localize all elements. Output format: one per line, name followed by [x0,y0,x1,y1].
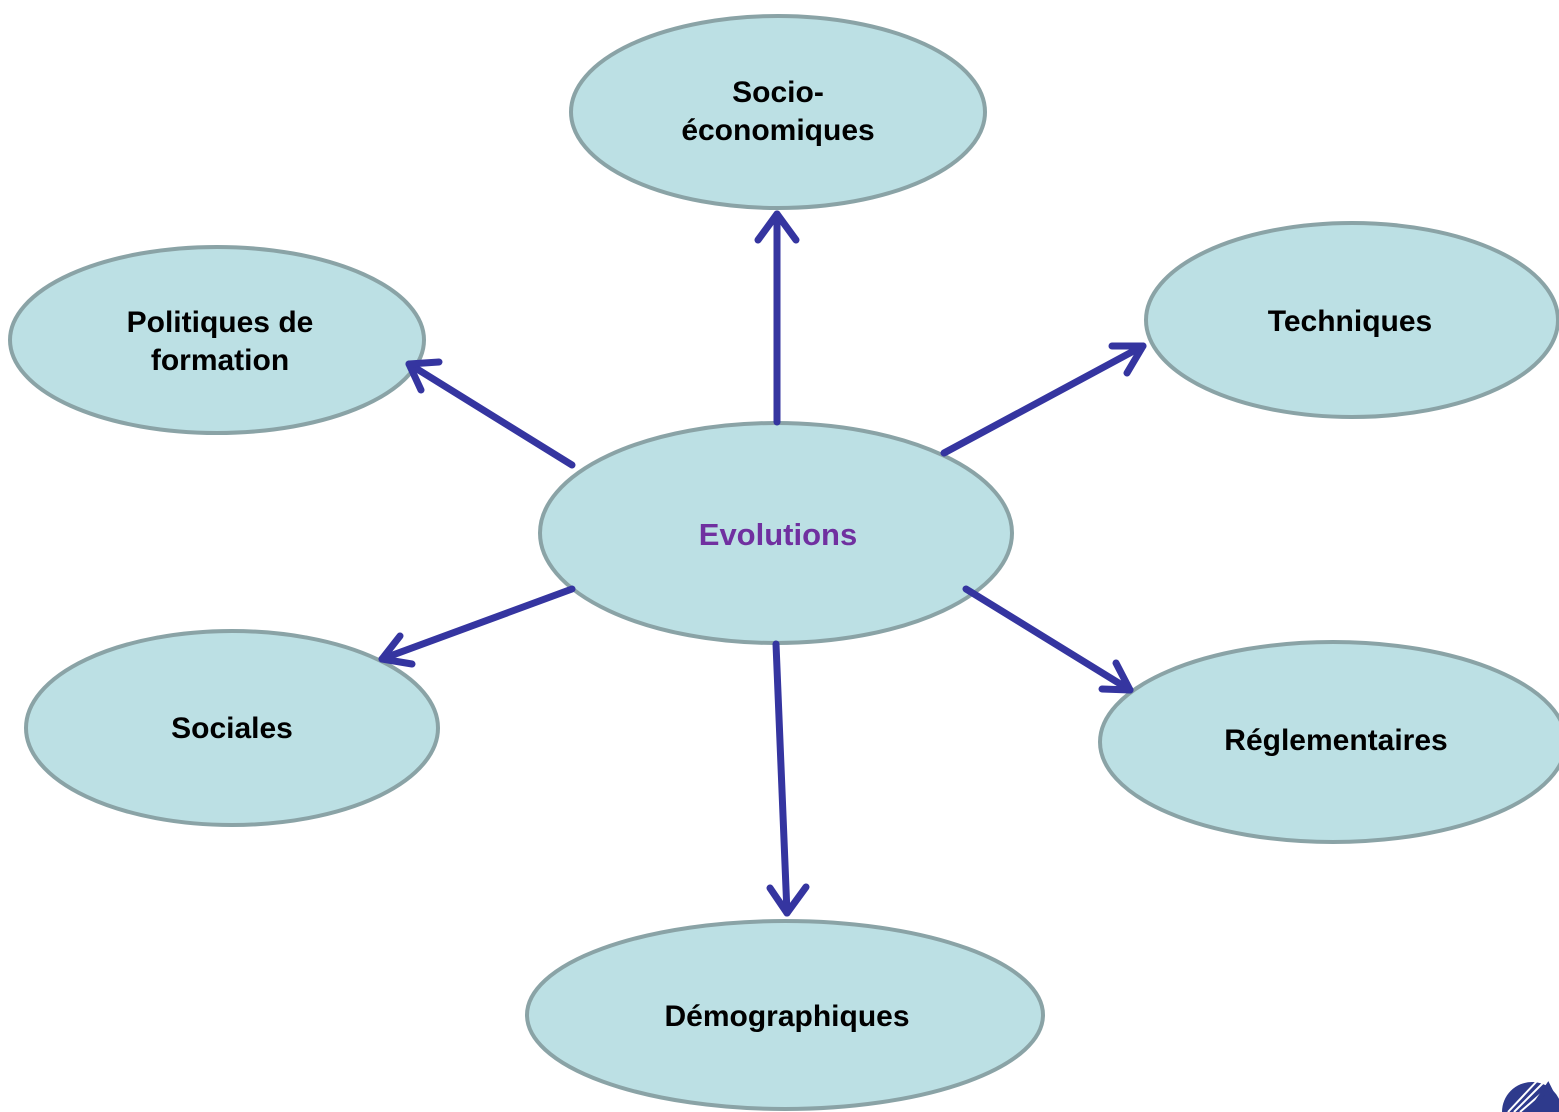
arrow-to-techniques [940,342,1147,457]
node-shape-reglementaires [1098,640,1559,844]
node-demographiques-label: Démographiques [664,1000,910,1033]
arrow-to-sociales [378,585,576,668]
arrow-to-socio [754,210,800,426]
arrow-to-politiques [405,358,576,469]
arrow-to-demographiques [766,640,810,917]
node-shape-demographiques [525,919,1045,1111]
node-sociales-label: Sociales [171,712,293,745]
node-shape-sociales [24,629,440,827]
striped-globe-logo [1502,1079,1559,1112]
arrow-to-reglementaires [962,585,1134,694]
node-socio-label: Socio- économiques [681,76,875,147]
node-shape-politiques [8,245,426,435]
node-shape-socio [569,14,987,210]
node-techniques-label: Techniques [1267,305,1433,338]
node-shape-techniques [1144,221,1559,419]
node-politiques-label: Politiques de formation [126,306,314,377]
node-center-label: Evolutions [698,517,858,552]
node-reglementaires-label: Réglementaires [1224,724,1448,757]
